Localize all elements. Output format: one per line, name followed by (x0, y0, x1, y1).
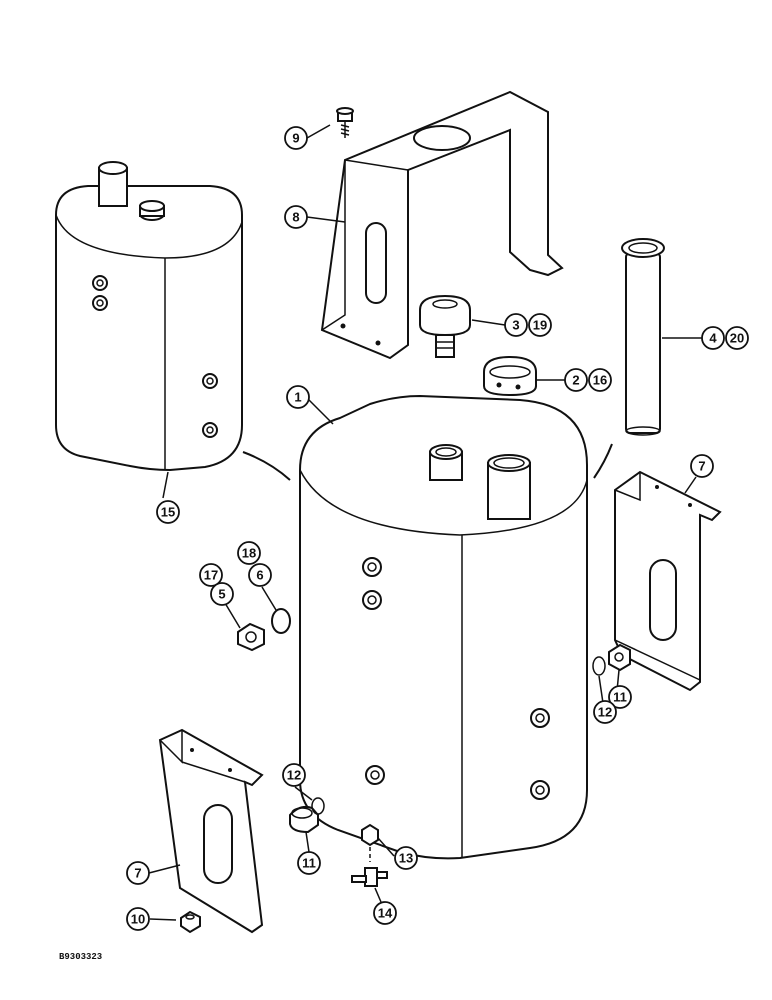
svg-text:8: 8 (292, 210, 299, 225)
callout-6: 6 (248, 563, 272, 587)
svg-text:6: 6 (256, 568, 263, 583)
callout-16: 16 (588, 368, 612, 392)
oring-12-lower (311, 797, 325, 815)
callout-15: 15 (156, 500, 180, 524)
washer-6 (271, 608, 291, 634)
valve-14 (351, 867, 388, 887)
svg-text:4: 4 (709, 331, 717, 346)
callout-19: 19 (528, 313, 552, 337)
callout-11-right: 11 (608, 685, 632, 709)
svg-text:13: 13 (399, 851, 413, 866)
svg-text:15: 15 (161, 505, 175, 520)
callout-7-right: 7 (690, 454, 714, 478)
svg-text:18: 18 (242, 546, 256, 561)
cap-2 (483, 355, 537, 397)
svg-text:19: 19 (533, 318, 547, 333)
svg-text:12: 12 (598, 705, 612, 720)
svg-text:10: 10 (131, 912, 145, 927)
breather-3 (419, 294, 471, 358)
callout-12-lower: 12 (282, 763, 306, 787)
callout-1: 1 (286, 385, 310, 409)
svg-text:20: 20 (730, 331, 744, 346)
svg-text:7: 7 (698, 459, 705, 474)
callout-7-left: 7 (126, 861, 150, 885)
svg-text:7: 7 (134, 866, 141, 881)
callout-4: 4 (701, 326, 725, 350)
bracket-7-left (158, 728, 264, 934)
large-tank-1 (299, 394, 588, 860)
svg-text:2: 2 (572, 373, 579, 388)
small-tank-15 (55, 161, 243, 472)
callout-8: 8 (284, 205, 308, 229)
callout-12-right: 12 (593, 700, 617, 724)
callout-14: 14 (373, 901, 397, 925)
svg-text:3: 3 (512, 318, 519, 333)
nut-10 (180, 910, 201, 934)
svg-text:5: 5 (218, 587, 225, 602)
callout-20: 20 (725, 326, 749, 350)
break-line-left (242, 451, 291, 481)
oring-12-right (592, 656, 606, 676)
svg-text:17: 17 (204, 568, 218, 583)
callout-18: 18 (237, 541, 261, 565)
callout-2: 2 (564, 368, 588, 392)
svg-text:11: 11 (613, 690, 627, 705)
callout-11-lower: 11 (297, 851, 321, 875)
callout-17: 17 (199, 563, 223, 587)
svg-text:16: 16 (593, 373, 607, 388)
callout-9: 9 (284, 126, 308, 150)
svg-text:12: 12 (287, 768, 301, 783)
svg-text:14: 14 (378, 906, 393, 921)
svg-text:9: 9 (292, 131, 299, 146)
callout-13: 13 (394, 846, 418, 870)
fitting-13 (361, 823, 379, 862)
svg-text:11: 11 (302, 856, 316, 871)
bracket-8 (320, 90, 564, 360)
plug-5 (237, 622, 265, 652)
figure-id: B9303323 (59, 952, 102, 962)
plug-11-lower (289, 805, 319, 834)
bolt-9 (336, 107, 354, 138)
callout-3: 3 (504, 313, 528, 337)
svg-text:1: 1 (294, 390, 301, 405)
callout-10: 10 (126, 907, 150, 931)
callout-5: 5 (210, 582, 234, 606)
plug-11-right (608, 643, 631, 672)
strainer-4 (621, 238, 665, 436)
break-line-right (593, 443, 613, 479)
